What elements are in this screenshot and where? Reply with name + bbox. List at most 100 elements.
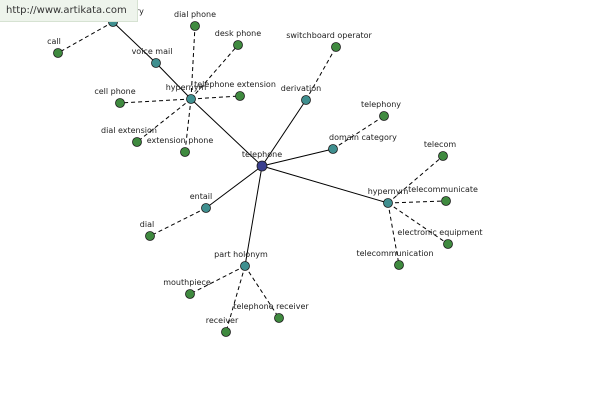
- node-entail[interactable]: entail: [190, 192, 212, 213]
- node-dot[interactable]: [274, 313, 284, 323]
- node-dot[interactable]: [328, 144, 338, 154]
- node-label: mouthpiece: [163, 278, 211, 287]
- node-label: derivation: [281, 84, 321, 93]
- node-mouthpiece[interactable]: mouthpiece: [163, 278, 211, 299]
- node-dot[interactable]: [235, 91, 245, 101]
- node-label: telecom: [424, 140, 456, 149]
- node-dot[interactable]: [438, 151, 448, 161]
- node-dial-extension[interactable]: dial extension: [101, 126, 157, 147]
- node-dot[interactable]: [186, 94, 196, 104]
- edge-hypernym1-extension_phone: [184, 98, 192, 153]
- node-label: dial: [140, 220, 154, 229]
- edge-hypernym1-desk_phone: [190, 44, 239, 100]
- edge-category-call: [57, 21, 114, 54]
- node-label: entail: [190, 192, 212, 201]
- edge-voice_mail-category: [112, 21, 157, 64]
- node-label: telephone receiver: [233, 302, 309, 311]
- node-electronic-equipment[interactable]: electronic equipment: [397, 228, 483, 249]
- node-dot[interactable]: [240, 261, 250, 271]
- node-voice-mail[interactable]: voice mail: [132, 47, 173, 68]
- node-dot[interactable]: [301, 95, 311, 105]
- node-dot[interactable]: [185, 289, 195, 299]
- edge-hypernym1-cell_phone: [119, 98, 192, 104]
- node-label: electronic equipment: [397, 228, 482, 237]
- edge-part_holonym-mouthpiece: [189, 265, 246, 295]
- edge-telephone-entail: [205, 165, 263, 209]
- node-switchboard-operator[interactable]: switchboard operator: [286, 31, 373, 52]
- edge-domain_category-telephony: [332, 115, 385, 150]
- node-dot[interactable]: [383, 198, 393, 208]
- edge-hypernym2-telecom: [387, 155, 444, 204]
- node-telephony[interactable]: telephony: [361, 100, 401, 121]
- node-derivation[interactable]: derivation: [281, 84, 321, 105]
- node-label: desk phone: [215, 29, 261, 38]
- edge-telephone-hypernym2: [261, 165, 389, 204]
- edge-part_holonym-telephone_receiver: [244, 265, 280, 319]
- node-telecommunication[interactable]: telecommunication: [356, 249, 434, 270]
- node-telecom[interactable]: telecom: [424, 140, 456, 161]
- node-label: telecommunication: [356, 249, 433, 258]
- node-call[interactable]: call: [47, 37, 63, 58]
- node-telecommunicate[interactable]: telecommunicate: [408, 185, 478, 206]
- node-dot[interactable]: [190, 21, 200, 31]
- node-dial-phone[interactable]: dial phone: [174, 10, 216, 31]
- edge-hypernym1-voice_mail: [155, 62, 192, 100]
- node-label: part holonym: [214, 250, 268, 259]
- edge-entail-dial: [149, 207, 207, 237]
- node-dot[interactable]: [53, 48, 63, 58]
- nodes-layer: telephoneegoryvoice mailhypernymderivati…: [47, 7, 483, 337]
- edge-hypernym1-telephone_extension: [190, 95, 241, 100]
- node-dot[interactable]: [145, 231, 155, 241]
- node-dot[interactable]: [379, 111, 389, 121]
- edge-telephone-domain_category: [261, 148, 334, 167]
- node-telephone-extension[interactable]: telephone extension: [194, 80, 276, 101]
- node-dot[interactable]: [132, 137, 142, 147]
- node-dot[interactable]: [221, 327, 231, 337]
- node-dot[interactable]: [441, 196, 451, 206]
- edge-telephone-derivation: [261, 99, 307, 167]
- node-label: voice mail: [132, 47, 173, 56]
- node-label: telephony: [361, 100, 401, 109]
- node-dot[interactable]: [151, 58, 161, 68]
- node-label: hypernym: [368, 187, 409, 196]
- node-label: extension phone: [147, 136, 214, 145]
- edge-hypernym1-dial_phone: [190, 25, 196, 100]
- node-dot[interactable]: [201, 203, 211, 213]
- node-label: hypernym: [166, 83, 207, 92]
- node-hypernym1[interactable]: hypernym: [166, 83, 207, 104]
- edge-telephone-hypernym1: [190, 98, 263, 167]
- node-dot[interactable]: [233, 40, 243, 50]
- node-dot[interactable]: [331, 42, 341, 52]
- node-label: dial extension: [101, 126, 157, 135]
- node-dot[interactable]: [256, 160, 268, 172]
- node-desk-phone[interactable]: desk phone: [215, 29, 261, 50]
- node-hypernym2[interactable]: hypernym: [368, 187, 409, 208]
- edge-hypernym2-electronic_equipment: [387, 202, 449, 245]
- node-label: telephone: [242, 150, 282, 159]
- node-extension-phone[interactable]: extension phone: [147, 136, 214, 157]
- node-dot[interactable]: [394, 260, 404, 270]
- node-cell-phone[interactable]: cell phone: [94, 87, 136, 108]
- edge-hypernym2-telecommunicate: [387, 200, 447, 204]
- node-dial[interactable]: dial: [140, 220, 155, 241]
- node-label: domain category: [329, 133, 397, 142]
- node-dot[interactable]: [180, 147, 190, 157]
- edge-part_holonym-receiver: [225, 265, 246, 333]
- edge-derivation-switchboard_operator: [305, 46, 337, 101]
- edge-hypernym1-dial_extension: [136, 98, 192, 143]
- node-label: cell phone: [94, 87, 135, 96]
- node-domain-category[interactable]: domain category: [328, 133, 398, 154]
- node-telephone[interactable]: telephone: [242, 150, 282, 172]
- edge-telephone-part_holonym: [244, 165, 263, 267]
- edges-layer: [57, 21, 449, 333]
- node-dot[interactable]: [115, 98, 125, 108]
- node-label: dial phone: [174, 10, 216, 19]
- site-url-banner[interactable]: http://www.artikata.com: [0, 0, 138, 22]
- node-receiver[interactable]: receiver: [206, 316, 239, 337]
- edge-hypernym2-telecommunication: [387, 202, 400, 266]
- node-label: call: [47, 37, 61, 46]
- node-part-holonym[interactable]: part holonym: [214, 250, 268, 271]
- node-telephone-receiver[interactable]: telephone receiver: [233, 302, 309, 323]
- node-dot[interactable]: [443, 239, 453, 249]
